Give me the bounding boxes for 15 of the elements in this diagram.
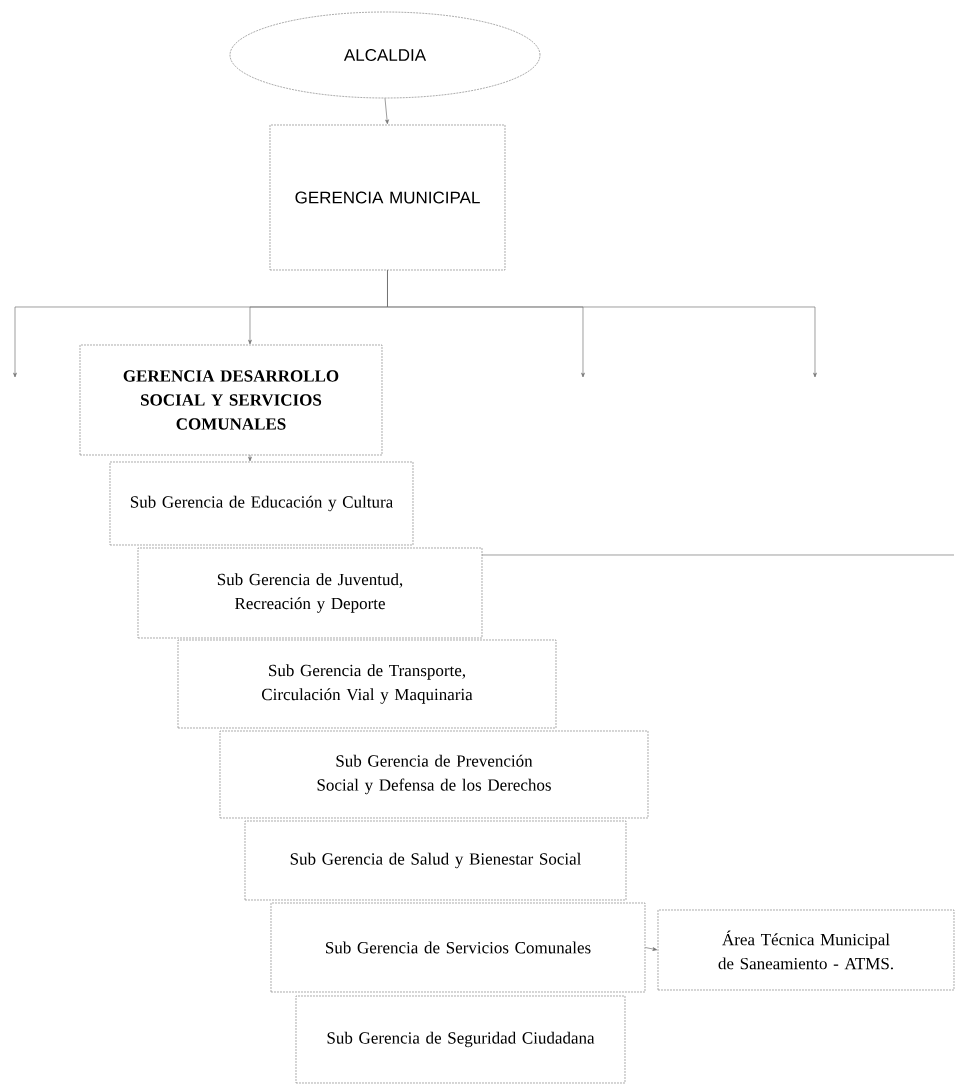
org-box: Sub Gerencia de Seguridad Ciudadana: [295, 995, 626, 1084]
org-box: Sub Gerencia de Transporte, Circulación Vial y Maquinaria: [177, 639, 557, 729]
org-box: Sub Gerencia de Prevención Social y Defensa de los Derechos: [219, 730, 649, 819]
org-box: Sub Gerencia de Juventud, Recreación y Deporte: [137, 547, 483, 639]
org-box: GERENCIA MUNICIPAL: [269, 124, 506, 271]
arrow: [387, 269, 817, 378]
org-box: Sub Gerencia de Servicios Comunales: [270, 902, 646, 993]
org-box: Sub Gerencia de Salud y Bienestar Social: [244, 820, 627, 901]
ellipse-node: ALCALDIA: [229, 11, 541, 99]
org-box: GERENCIA DESARROLLO SOCIAL Y SERVICIOS COMUNALES: [79, 344, 383, 456]
org-box: Sub Gerencia de Educación y Cultura: [109, 461, 414, 546]
arrow: [644, 947, 658, 951]
org-box: Área Técnica Municipal de Saneamiento - ATMS.: [657, 909, 955, 991]
arrow: [384, 97, 389, 125]
arrow: [248, 454, 252, 462]
